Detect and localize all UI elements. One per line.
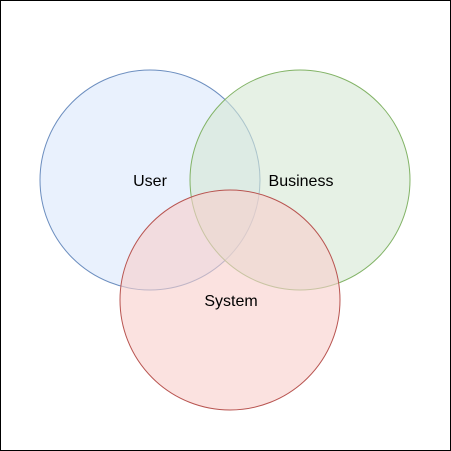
venn-label-user: User — [133, 173, 167, 190]
venn-label-business: Business — [269, 173, 334, 190]
venn-label-system: System — [204, 293, 257, 310]
venn-circle-system[interactable] — [119, 189, 341, 411]
